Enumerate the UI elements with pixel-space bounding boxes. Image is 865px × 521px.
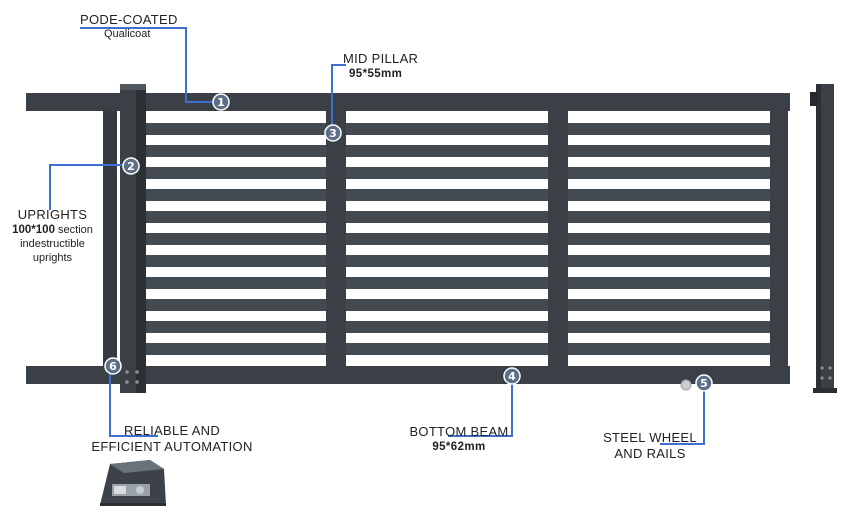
- slat: [146, 343, 770, 355]
- slat: [146, 211, 770, 223]
- receiving-post-bracket: [810, 92, 818, 106]
- badge-3-number: 3: [329, 127, 337, 140]
- bolt: [828, 376, 832, 380]
- label-pode-coated-title: PODE-COATED: [80, 12, 178, 27]
- label-pode-coated: PODE-COATED Qualicoat: [80, 12, 178, 42]
- label-uprights-line3: indestructible: [20, 238, 85, 250]
- slat: [146, 277, 770, 289]
- label-pode-coated-sub: Qualicoat: [104, 28, 151, 41]
- badge-6: 6: [104, 357, 122, 375]
- bolt: [820, 366, 824, 370]
- label-mid-pillar-size: 95*55mm: [349, 68, 403, 81]
- right-frame-post: [770, 108, 788, 368]
- gate-motor-icon: [100, 460, 166, 506]
- leader-lines: [49, 27, 705, 445]
- leader-5: [660, 383, 705, 445]
- badge-1: 1: [212, 93, 230, 111]
- badge-1-number: 1: [217, 96, 225, 109]
- badge-5-number: 5: [700, 377, 708, 390]
- label-steel-wheel-line2: AND RAILS: [614, 446, 686, 462]
- label-mid-pillar: MID PILLAR 95*55mm: [343, 51, 418, 82]
- label-bottom-beam-title: BOTTOM BEAM: [409, 424, 509, 439]
- leader-3: [331, 64, 346, 133]
- label-uprights-size: 100*100: [12, 224, 55, 237]
- leader-2: [49, 164, 130, 210]
- badge-5: 5: [695, 374, 713, 392]
- receiving-post-edge: [816, 84, 821, 393]
- bolt: [820, 376, 824, 380]
- bolt: [828, 366, 832, 370]
- gate-slats: [146, 123, 770, 355]
- slat: [146, 123, 770, 135]
- receiving-post-base: [813, 388, 837, 393]
- label-uprights: UPRIGHTS 100*100 section indestructible …: [2, 207, 103, 266]
- label-automation: RELIABLE AND EFFICIENT AUTOMATION: [80, 423, 264, 456]
- label-bottom-beam-size: 95*62mm: [432, 441, 486, 454]
- leader-1: [80, 27, 218, 103]
- label-uprights-title: UPRIGHTS: [17, 207, 88, 222]
- badge-6-number: 6: [109, 360, 117, 373]
- slat: [146, 255, 770, 267]
- label-bottom-beam: BOTTOM BEAM 95*62mm: [403, 424, 515, 455]
- slat: [146, 167, 770, 179]
- label-uprights-line4: uprights: [32, 251, 73, 264]
- label-steel-wheel-line1: STEEL WHEEL: [603, 430, 697, 445]
- left-upright-edge: [136, 84, 146, 393]
- leader-6: [109, 368, 158, 437]
- bolt: [135, 380, 139, 384]
- gate-frame: [26, 84, 790, 393]
- bolt: [125, 370, 129, 374]
- badge-3: 3: [324, 124, 342, 142]
- leader-4: [448, 377, 513, 437]
- label-automation-line2: EFFICIENT AUTOMATION: [91, 439, 253, 455]
- badge-4: 4: [503, 367, 521, 385]
- badge-2-number: 2: [127, 160, 135, 173]
- label-steel-wheel: STEEL WHEEL AND RAILS: [598, 430, 702, 463]
- mid-pillar-right: [548, 108, 568, 368]
- bottom-beam: [26, 366, 790, 384]
- slat: [146, 233, 770, 245]
- wheel: [680, 379, 692, 391]
- label-uprights-size-unit: section: [54, 224, 93, 237]
- bolt: [135, 370, 139, 374]
- label-mid-pillar-title: MID PILLAR: [343, 51, 419, 66]
- slat: [146, 299, 770, 311]
- mid-pillar-left: [326, 108, 346, 368]
- slat: [146, 189, 770, 201]
- badge-4-number: 4: [508, 370, 516, 383]
- label-automation-line1: RELIABLE AND: [123, 423, 221, 438]
- left-back-post: [103, 111, 117, 366]
- receiving-post: [810, 84, 837, 393]
- bolt: [125, 380, 129, 384]
- badge-2: 2: [122, 157, 140, 175]
- slat: [146, 321, 770, 333]
- upright-cap: [120, 84, 146, 90]
- slat: [146, 145, 770, 157]
